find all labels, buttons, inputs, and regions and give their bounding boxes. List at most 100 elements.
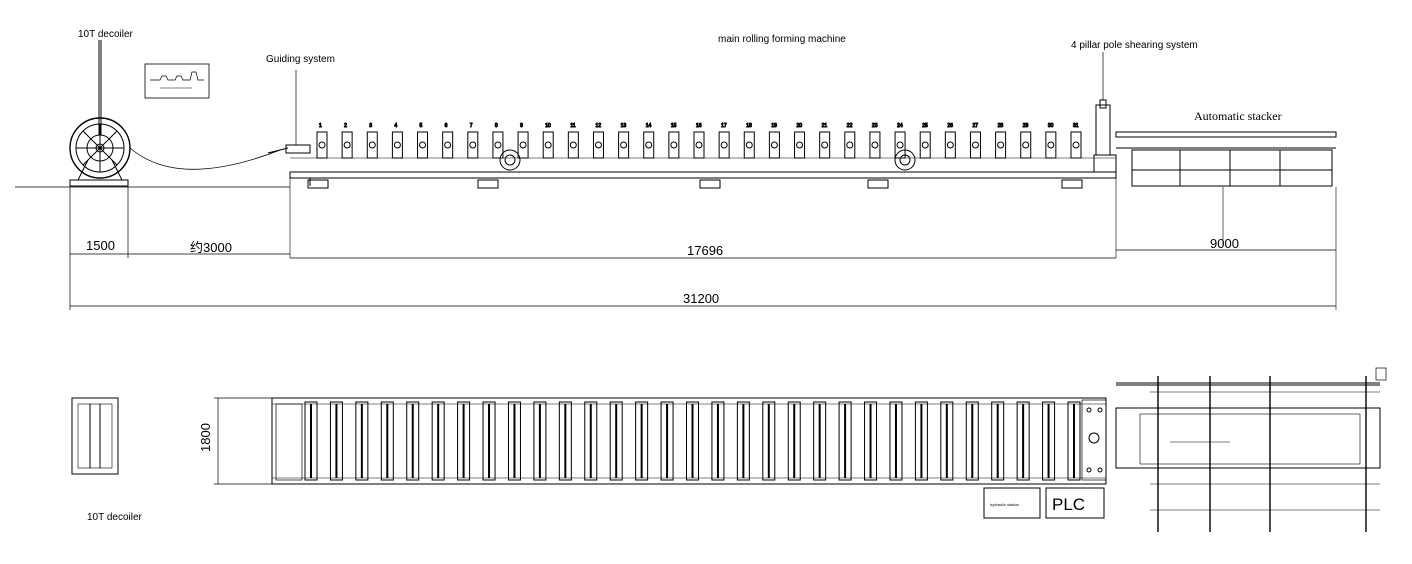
- station-number: 31: [1073, 123, 1079, 129]
- dim-decoiler: 1500: [86, 238, 115, 253]
- roller-side: [695, 141, 703, 149]
- station-number: 16: [696, 123, 702, 129]
- roller-station-top: [431, 401, 445, 481]
- roller-side: [469, 141, 477, 149]
- station-number: 13: [621, 123, 627, 129]
- roller-station-side: [567, 131, 579, 159]
- side-stations: [316, 131, 1082, 159]
- stacker-top-view: [1115, 367, 1387, 532]
- roller-station-top: [533, 401, 547, 481]
- roller-station-side: [341, 131, 353, 159]
- station-number: 21: [822, 123, 828, 129]
- roller-station-side: [1045, 131, 1057, 159]
- roller-side: [670, 141, 678, 149]
- roller-station-side: [1020, 131, 1032, 159]
- profile-inset: [144, 63, 210, 99]
- main-machine-top-view: [271, 397, 1107, 485]
- dim-width: 1800: [198, 423, 213, 452]
- roller-station-top: [1067, 401, 1081, 481]
- top-view: [71, 367, 1387, 532]
- station-number: 24: [897, 123, 903, 129]
- width-dimension: [214, 397, 272, 485]
- station-number: 19: [771, 123, 777, 129]
- roller-station-top: [736, 401, 750, 481]
- roller-station-top: [355, 401, 369, 481]
- roller-station-side: [869, 131, 881, 159]
- top-stations: [304, 401, 1081, 481]
- station-number: 3: [369, 123, 372, 129]
- roller-station-side: [794, 131, 806, 159]
- station-number: 20: [797, 123, 803, 129]
- shearing-system-label: 4 pillar pole shearing system: [1071, 40, 1198, 51]
- station-number: 29: [1023, 123, 1029, 129]
- station-number: 28: [998, 123, 1004, 129]
- plc-box: [1045, 487, 1105, 519]
- main-machine-side: [289, 52, 1117, 258]
- station-number: 27: [972, 123, 978, 129]
- roller-side: [720, 141, 728, 149]
- roller-station-top: [507, 401, 521, 481]
- station-number: 1: [319, 123, 322, 129]
- guiding-system: [267, 70, 311, 154]
- roller-station-top: [558, 401, 572, 481]
- roller-station-top: [762, 401, 776, 481]
- roller-side: [594, 141, 602, 149]
- roller-side: [796, 141, 804, 149]
- roller-station-side: [668, 131, 680, 159]
- decoiler-label: 10T decoiler: [78, 29, 134, 40]
- roller-station-top: [838, 401, 852, 481]
- station-number: 11: [570, 123, 575, 129]
- roller-station-side: [1070, 131, 1082, 159]
- station-number: 9: [520, 123, 523, 129]
- roller-station-side: [768, 131, 780, 159]
- roller-side: [971, 141, 979, 149]
- decoiler-side: [69, 40, 281, 187]
- roller-side: [444, 141, 452, 149]
- station-number: 7: [470, 123, 473, 129]
- hydraulic-label: hydraulic station: [990, 502, 1019, 507]
- roller-station-top: [1042, 401, 1056, 481]
- roller-side: [519, 141, 527, 149]
- roller-station-top: [889, 401, 903, 481]
- roller-station-top: [965, 401, 979, 481]
- roller-side: [1047, 141, 1055, 149]
- roller-station-top: [660, 401, 674, 481]
- roller-side: [921, 141, 929, 149]
- roller-side: [1072, 141, 1080, 149]
- roller-station-side: [995, 131, 1007, 159]
- station-number: 25: [922, 123, 928, 129]
- roller-station-top: [711, 401, 725, 481]
- roller-side: [946, 141, 954, 149]
- roller-side: [620, 141, 628, 149]
- roller-side: [821, 141, 829, 149]
- roller-station-top: [864, 401, 878, 481]
- roller-station-top: [813, 401, 827, 481]
- dim-total: 31200: [683, 291, 719, 306]
- roller-station-side: [492, 131, 504, 159]
- stacker-side: [1115, 131, 1337, 310]
- station-number: 10: [545, 123, 551, 129]
- roller-side: [419, 141, 427, 149]
- decoiler-top-label: 10T decoiler: [87, 512, 143, 523]
- roller-side: [846, 141, 854, 149]
- roller-side: [645, 141, 653, 149]
- roller-station-side: [592, 131, 604, 159]
- roller-station-top: [584, 401, 598, 481]
- roller-side: [494, 141, 502, 149]
- roller-side: [745, 141, 753, 149]
- roller-side: [896, 141, 904, 149]
- roller-station-top: [635, 401, 649, 481]
- main-machine-label: main rolling forming machine: [718, 34, 846, 45]
- station-number: 8: [495, 123, 498, 129]
- station-number: 2: [344, 123, 347, 129]
- roller-station-top: [329, 401, 343, 481]
- station-number: 14: [646, 123, 652, 129]
- roller-station-side: [618, 131, 630, 159]
- roller-station-top: [380, 401, 394, 481]
- roller-station-top: [457, 401, 471, 481]
- roller-side: [343, 141, 351, 149]
- station-number: 30: [1048, 123, 1054, 129]
- roller-station-top: [991, 401, 1005, 481]
